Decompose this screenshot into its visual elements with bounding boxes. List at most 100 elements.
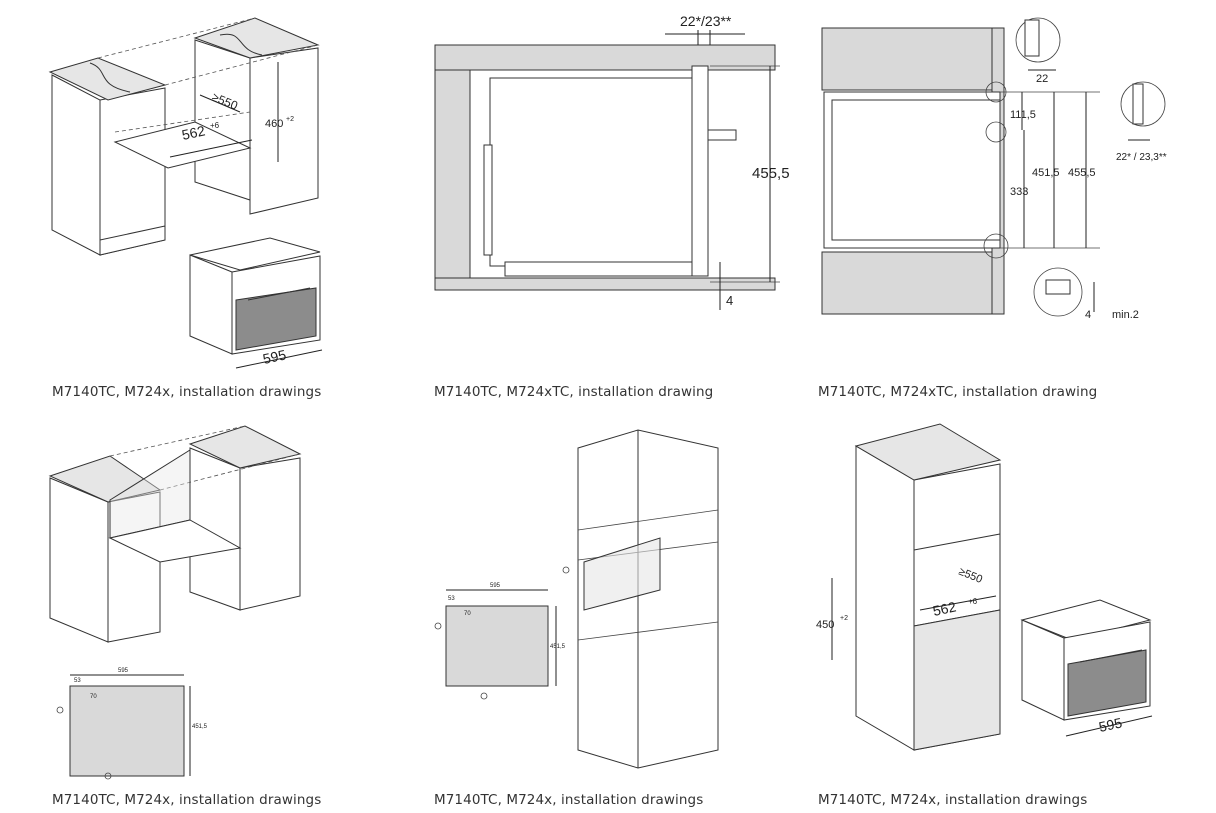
appliance-foot: [504, 261, 701, 277]
p6-cabinet-top: [854, 423, 1002, 481]
panel-6-tall-niche: 450 +2 562 +6 ≥550 595 M7140TC, M724x, i…: [810, 410, 1216, 813]
detail-side-label: 22* / 23,3**: [1116, 152, 1167, 163]
panel-1-installation-cabinet: 562 +6 ≥550 460 +2 595 M7140TC, M724x, i…: [0, 0, 400, 410]
p6-appliance-label: 595: [1097, 714, 1123, 735]
dashed-niche-top: [114, 111, 251, 133]
p5-shelf-3: [577, 621, 719, 641]
p4-cutout-rect: [69, 685, 185, 777]
left-cabinet-plinth: [99, 225, 166, 256]
worktop-cut-right: [219, 33, 263, 56]
p6-appliance-top: [1020, 599, 1152, 641]
label-333: 333: [1010, 186, 1028, 198]
p4-dash-2: [159, 453, 301, 491]
detail-side-part: [1132, 83, 1144, 125]
gap-dim-label: 4: [726, 293, 733, 308]
p4-shelf: [108, 519, 242, 563]
caption-2: M7140TC, M724xTC, installation drawing: [434, 384, 714, 400]
p4-dash-1: [109, 425, 246, 457]
caption-6: M7140TC, M724x, installation drawings: [818, 792, 1088, 808]
dim-height-label: 460: [265, 118, 283, 130]
p5-a-label: 53: [448, 596, 455, 602]
right-cabinet-inner: [194, 39, 251, 201]
right-cabinet-front: [249, 47, 319, 215]
detail-top: [1015, 17, 1061, 63]
label-455: 455,5: [1068, 167, 1096, 179]
p5-cutout-rect: [445, 605, 549, 687]
appliance-door: [691, 65, 709, 277]
caption-4: M7140TC, M724x, installation drawings: [52, 792, 322, 808]
p6-w-tol: +6: [968, 597, 978, 606]
height-dim-label: 455,5: [752, 165, 790, 182]
dim-width-label: 562: [180, 122, 206, 143]
dim-width-tol: +6: [210, 121, 220, 130]
door-handle: [707, 129, 737, 141]
p6-w-label: 562: [931, 598, 957, 619]
p6-lower-door: [913, 609, 1001, 751]
panel-4-drawing: 595 53 70 451,5: [48, 425, 302, 780]
p4-h-label: 451,5: [192, 724, 208, 730]
p4-right-worktop: [188, 425, 302, 469]
dashed-top-front: [164, 44, 319, 86]
detail-bottom-gap: 4: [1085, 309, 1091, 321]
p4-b-label: 70: [90, 694, 97, 700]
detail-top-part: [1024, 19, 1040, 57]
panel-3-drawing: 22 111,5 333 451,5 455,5 22* / 23,3** 4 …: [821, 17, 1167, 321]
niche-shelf: [113, 121, 252, 169]
p6-h-label: 450: [816, 619, 834, 631]
worktop-cut-left: [89, 62, 131, 93]
p4-right-front: [239, 457, 301, 611]
p5-hatched-area: [583, 537, 661, 611]
label-451: 451,5: [1032, 167, 1060, 179]
appliance-back-detail: [483, 144, 493, 256]
detail-side: [1120, 81, 1166, 127]
caption-1: M7140TC, M724x, installation drawings: [52, 384, 322, 400]
dim-line-appliance: [235, 349, 323, 369]
p4-marker-1: [56, 706, 64, 714]
p5-shelf-1: [577, 509, 719, 531]
back-panel: [434, 69, 471, 281]
p5-marker-2: [480, 692, 488, 700]
p6-cabinet-side: [855, 445, 915, 751]
upper-cabinet: [821, 27, 1003, 91]
appliance-top: [189, 237, 321, 271]
p5-marker-1: [434, 622, 442, 630]
caption-5: M7140TC, M724x, installation drawings: [434, 792, 704, 808]
p4-a-label: 53: [74, 678, 81, 684]
detail-marker-bottom: [983, 233, 1009, 259]
appliance-cavity: [831, 99, 1001, 241]
detail-marker-mid: [985, 121, 1007, 143]
p5-marker-3: [562, 566, 570, 574]
bottom-panel: [434, 277, 776, 291]
p5-b-label: 70: [464, 611, 471, 617]
caption-3: M7140TC, M724xTC, installation drawing: [818, 384, 1098, 400]
left-cabinet-side: [51, 74, 101, 256]
p6-dim-appliance: [1065, 715, 1153, 737]
panel-5-tall-unit: 595 53 70 451,5 M7140TC, M724x, installa…: [400, 410, 810, 813]
detail-bottom-min: min.2: [1112, 309, 1139, 321]
p6-appliance-side: [1021, 619, 1065, 721]
detail-bottom-part: [1045, 279, 1071, 295]
p5-h-label: 451,5: [550, 644, 566, 650]
dim-height-tol: +2: [286, 116, 294, 123]
dim-appliance-label: 595: [261, 346, 287, 367]
p6-appliance-handle: [1079, 649, 1143, 663]
p4-left-cabinet: [49, 477, 109, 643]
appliance-side: [189, 254, 233, 355]
dim-line-width: [169, 139, 253, 158]
p6-dim-w: [919, 595, 997, 611]
appliance-handle: [247, 287, 311, 301]
panel-1-drawing: 562 +6 ≥550 460 +2 595: [48, 17, 323, 369]
right-worktop: [193, 17, 320, 59]
lower-cabinet: [821, 251, 1003, 315]
panel-2-drawing: 22*/23** 455,5 4: [434, 13, 790, 310]
dashed-top-back: [97, 17, 256, 59]
p4-w-label: 595: [118, 668, 129, 674]
label-111: 111,5: [1010, 109, 1036, 121]
dim-line-depth: [199, 94, 241, 113]
panel-3-front-section: 22 111,5 333 451,5 455,5 22* / 23,3** 4 …: [810, 0, 1216, 410]
detail-top-label: 22: [1036, 73, 1048, 85]
p6-h-tol: +2: [840, 615, 848, 622]
panel-5-drawing: 595 53 70 451,5: [434, 429, 719, 769]
appliance-body: [489, 77, 693, 267]
p5-w-label: 595: [490, 583, 501, 589]
